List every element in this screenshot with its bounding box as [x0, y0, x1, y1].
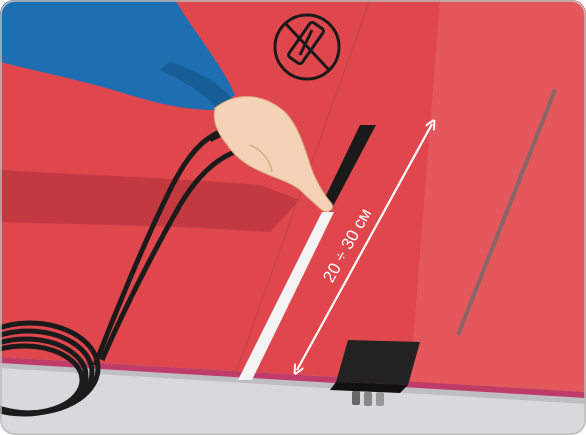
- insulation-panel-right: [410, 0, 586, 392]
